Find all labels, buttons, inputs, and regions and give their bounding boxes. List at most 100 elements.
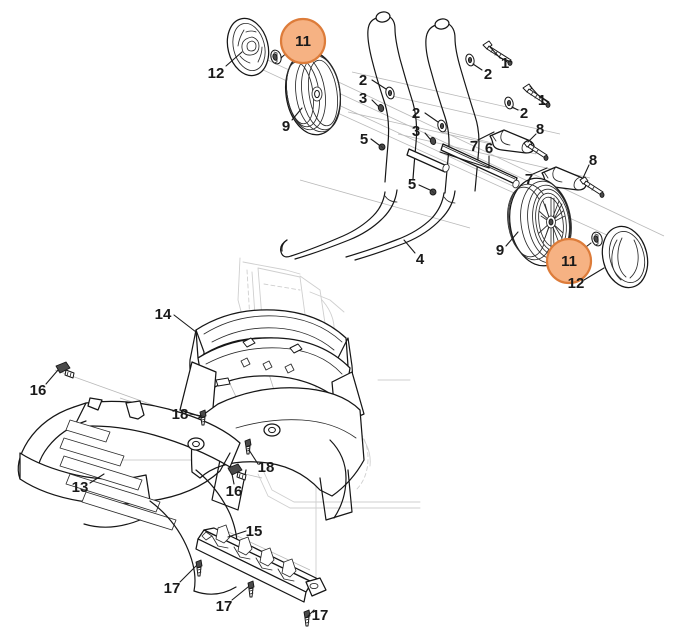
leader-5-b <box>418 184 431 191</box>
callout-number: 17 <box>216 598 233 615</box>
callout-number: 2 <box>412 105 420 122</box>
callout-number: 14 <box>155 306 172 323</box>
part-wheel-right <box>507 177 572 267</box>
callout-2[interactable]: 2 <box>484 66 492 83</box>
part-nut-3-b <box>429 137 437 145</box>
part-lower-panel-13 <box>17 397 241 595</box>
callout-2[interactable]: 2 <box>359 72 367 89</box>
callout-number: 11 <box>295 33 311 50</box>
leader-2-a <box>371 79 387 90</box>
leader-15 <box>227 530 247 538</box>
callout-number: 13 <box>72 479 89 496</box>
leader-5-a <box>370 138 380 146</box>
callout-17[interactable]: 17 <box>312 607 329 624</box>
part-rivet-5-a <box>378 143 386 151</box>
leader-8-b <box>582 164 590 179</box>
leader-1-b <box>529 85 539 96</box>
part-screw-8-a <box>523 139 549 161</box>
part-screw-18-a <box>199 409 207 426</box>
callout-4[interactable]: 4 <box>416 251 425 268</box>
leader-4 <box>403 239 416 254</box>
leader-12-right <box>583 267 605 281</box>
callout-number: 11 <box>561 253 577 270</box>
callout-7[interactable]: 7 <box>525 171 533 188</box>
callout-number: 17 <box>164 580 181 597</box>
callout-2[interactable]: 2 <box>412 105 420 122</box>
part-screw-16-a <box>55 361 75 379</box>
callout-8[interactable]: 8 <box>536 121 544 138</box>
callout-number: 16 <box>226 483 243 500</box>
leader-3-a <box>371 99 379 107</box>
part-hub-cap-right <box>601 225 649 289</box>
callout-number: 1 <box>501 55 509 72</box>
leader-7-a <box>477 131 495 141</box>
callout-number: 2 <box>484 66 492 83</box>
leader-1-a <box>489 46 501 59</box>
part-bracket-7-a <box>489 129 535 154</box>
callout-16[interactable]: 16 <box>226 483 243 500</box>
callout-number: 4 <box>416 251 425 268</box>
callout-13[interactable]: 13 <box>72 479 89 496</box>
leader-12-left <box>225 51 243 67</box>
callout-5[interactable]: 5 <box>408 176 416 193</box>
part-screw-17-a <box>195 559 203 577</box>
callout-5[interactable]: 5 <box>360 131 368 148</box>
callout-12[interactable]: 12 <box>208 65 225 82</box>
leader-13 <box>89 473 105 484</box>
leader-2-b <box>472 63 483 71</box>
leader-17-c <box>307 609 315 617</box>
callout-number: 9 <box>282 118 290 135</box>
callout-number: 2 <box>359 72 367 89</box>
leader-2-c <box>511 106 519 111</box>
leader-2-d <box>424 112 439 123</box>
callout-number: 3 <box>359 90 367 107</box>
leader-6 <box>439 151 490 169</box>
part-screw-18-b <box>244 438 252 455</box>
callout-12[interactable]: 12 <box>568 275 585 292</box>
callout-18[interactable]: 18 <box>258 459 275 476</box>
callout-number: 8 <box>536 121 544 138</box>
callout-2[interactable]: 2 <box>520 105 528 122</box>
leader-16-a <box>45 369 59 385</box>
part-washer-2-b <box>465 53 475 67</box>
callout-14[interactable]: 14 <box>155 306 172 323</box>
part-nut-3-a <box>377 104 385 112</box>
leader-1-b2 <box>537 94 550 104</box>
callout-9[interactable]: 9 <box>282 118 290 135</box>
callout-1[interactable]: 1 <box>501 55 509 72</box>
callout-6[interactable]: 6 <box>485 140 493 157</box>
leader-17-b <box>231 586 249 601</box>
part-washer-2-d <box>437 119 447 133</box>
callout-11[interactable]: 11 <box>545 237 593 285</box>
callout-17[interactable]: 17 <box>164 580 181 597</box>
callout-number: 7 <box>525 171 533 188</box>
callout-number: 5 <box>408 176 416 193</box>
callout-7[interactable]: 7 <box>470 138 478 155</box>
callout-number: 12 <box>208 65 225 82</box>
callout-18[interactable]: 18 <box>172 406 189 423</box>
leader-14 <box>173 314 197 333</box>
callout-number: 6 <box>485 140 493 157</box>
callout-15[interactable]: 15 <box>246 523 263 540</box>
highlight-circle[interactable] <box>279 17 327 65</box>
leader-7-b <box>532 167 548 175</box>
callout-number: 7 <box>470 138 478 155</box>
callout-8[interactable]: 8 <box>589 152 597 169</box>
callout-number: 2 <box>520 105 528 122</box>
callout-17[interactable]: 17 <box>216 598 233 615</box>
callout-9[interactable]: 9 <box>496 242 504 259</box>
callout-11[interactable]: 11 <box>279 17 327 65</box>
callout-16[interactable]: 16 <box>30 382 47 399</box>
callout-3[interactable]: 3 <box>359 90 367 107</box>
part-upper-cover-14 <box>179 309 365 521</box>
callout-number: 5 <box>360 131 368 148</box>
callout-number: 3 <box>412 123 420 140</box>
callout-1[interactable]: 1 <box>538 92 546 109</box>
callout-3[interactable]: 3 <box>412 123 420 140</box>
part-hub-clip-right <box>591 231 603 247</box>
highlight-circle[interactable] <box>545 237 593 285</box>
leader-17-a <box>179 565 197 583</box>
